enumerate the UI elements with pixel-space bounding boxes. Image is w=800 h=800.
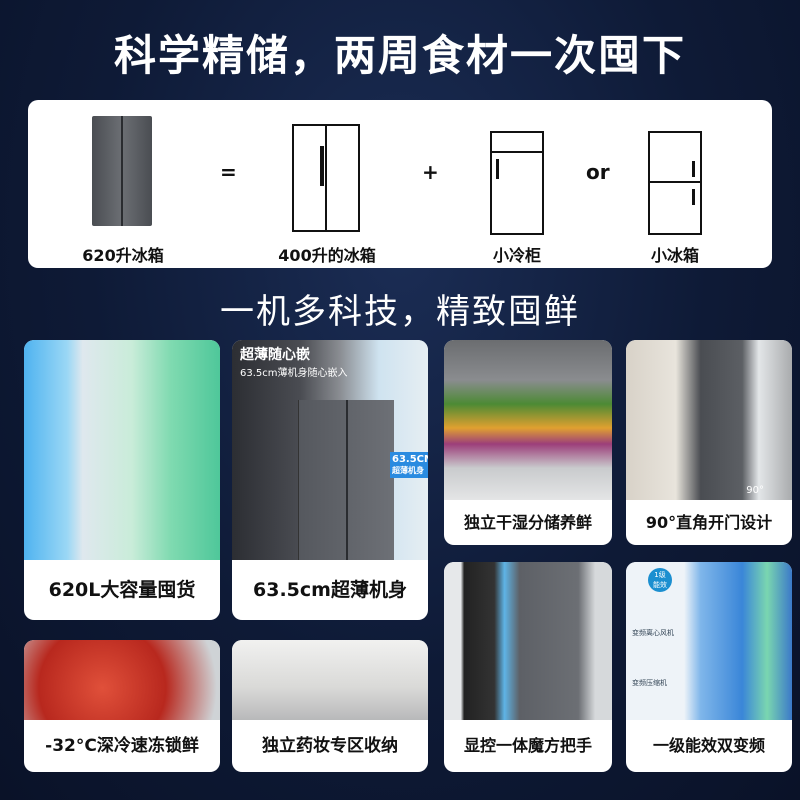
plus-sign: + <box>422 160 439 184</box>
energy-grade-badge: 1级能效 <box>648 568 672 592</box>
page-title: 科学精储，两周食材一次囤下 <box>113 31 686 80</box>
vegetable-drawer-image <box>444 340 612 500</box>
feature-fan: 变频离心风机 <box>632 629 674 637</box>
frozen-crab-image <box>24 640 220 720</box>
comparison-panel: 620升冰箱 = 400升的冰箱 + 小冷柜 or 小冰箱 <box>28 100 772 268</box>
overlay-subtitle: 63.5cm薄机身随心嵌入 <box>240 368 348 379</box>
freezer-icon <box>490 131 544 235</box>
side-by-side-fridge-icon <box>292 124 360 232</box>
open-fridge-image <box>24 340 220 560</box>
door-open-image: 90° <box>626 340 792 500</box>
card-slim: 超薄随心嵌 63.5cm薄机身随心嵌入 63.5CM超薄机身 63.5cm超薄机… <box>232 340 428 620</box>
or-text: or <box>586 160 610 184</box>
overlay-title: 超薄随心嵌 <box>240 347 310 363</box>
cosmetics-shelf-image <box>232 640 428 720</box>
card-capacity: 620L大容量囤货 <box>24 340 220 620</box>
card-energy: 1级能效 变频离心风机 变频压缩机 一级能效双变频 <box>626 562 792 772</box>
thickness-badge: 63.5CM超薄机身 <box>390 452 428 478</box>
display-handle-image <box>444 562 612 720</box>
slim-fridge-image: 超薄随心嵌 63.5cm薄机身随心嵌入 63.5CM超薄机身 <box>232 340 428 560</box>
card-handle: 显控一体魔方把手 <box>444 562 612 772</box>
card-deep-freeze: -32°C深冷速冻锁鲜 <box>24 640 220 772</box>
card-90-door: 90° 90°直角开门设计 <box>626 340 792 545</box>
fridge-photo <box>92 116 152 226</box>
equals-sign: = <box>220 160 237 184</box>
feature-compressor: 变频压缩机 <box>632 679 667 687</box>
card-dry-wet: 独立干湿分储养鲜 <box>444 340 612 545</box>
angle-label: 90° <box>746 485 764 496</box>
card-cosmetics: 独立药妆专区收纳 <box>232 640 428 772</box>
subtitle: 一机多科技，精致囤鲜 <box>220 292 580 332</box>
small-fridge-icon <box>648 131 702 235</box>
airflow-image: 1级能效 变频离心风机 变频压缩机 <box>626 562 792 720</box>
